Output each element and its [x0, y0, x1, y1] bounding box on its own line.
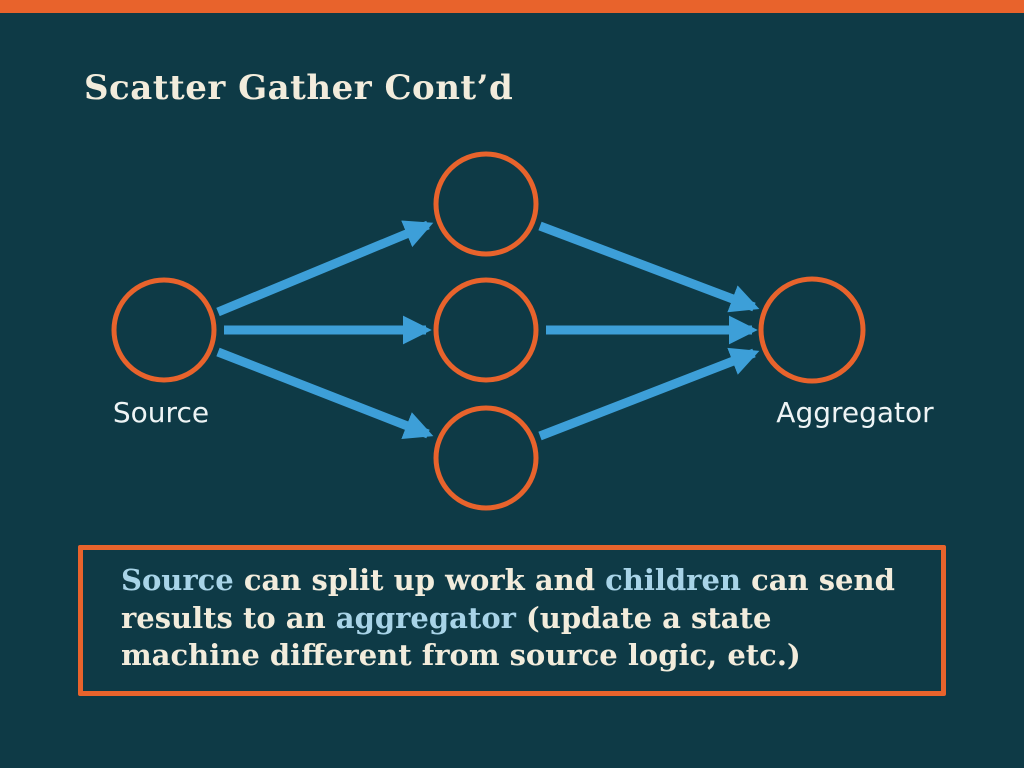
callout-text-3: (update a state machine different from s…	[121, 600, 801, 673]
callout-term-source: Source	[121, 563, 234, 597]
aggregator-label: Aggregator	[776, 396, 934, 429]
callout-box: Source can split up work and children ca…	[78, 545, 946, 697]
arrow-source-to-worker-top	[216, 220, 434, 317]
scatter-gather-diagram: Source Aggregator	[111, 151, 934, 511]
callout-text-1: can split up work and	[233, 563, 606, 597]
source-node	[111, 277, 217, 383]
source-label: Source	[113, 396, 209, 429]
arrow-worker-bottom-to-aggregator	[538, 347, 760, 441]
worker-node-top	[433, 151, 539, 257]
top-accent-bar	[0, 0, 1024, 13]
slide-title: Scatter Gather Cont’d	[84, 68, 514, 108]
arrow-source-to-worker-bottom	[216, 347, 434, 440]
arrow-worker-top-to-aggregator	[538, 221, 760, 313]
worker-node-bottom	[433, 405, 539, 511]
worker-node-middle	[433, 277, 539, 383]
callout-text-2: can send results to an	[121, 563, 895, 635]
callout-term-aggregator: aggregator	[335, 600, 516, 635]
aggregator-node	[758, 276, 866, 384]
callout-term-children: children	[605, 563, 741, 597]
